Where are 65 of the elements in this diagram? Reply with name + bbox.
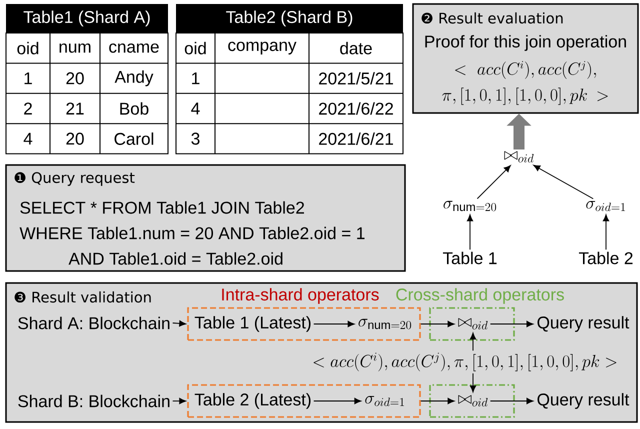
- table-cell: 4: [191, 102, 200, 114]
- selection-symbol: $\sigma_{oid=1}$: [365, 396, 404, 406]
- result-text: Query result: [538, 393, 630, 409]
- table-cell: 2: [24, 102, 32, 114]
- table-cell: 3: [191, 132, 200, 145]
- table-header: Table2 (Shard B): [176, 4, 403, 33]
- result-text: Query result: [538, 316, 630, 332]
- table-cell: cname: [109, 43, 159, 53]
- arrow: [313, 398, 362, 404]
- join-symbol: $\bowtie_{oid}$: [458, 318, 488, 330]
- arrow: [313, 320, 355, 328]
- join-symbol: $\bowtie_{oid}$: [458, 395, 488, 406]
- arrow: [470, 372, 476, 392]
- table-cell: Bob: [120, 102, 148, 115]
- table-cell: 4: [24, 132, 32, 145]
- table-cell: 20: [66, 132, 84, 145]
- table-cell: 1: [192, 72, 200, 84]
- table-cell: oid: [17, 42, 38, 54]
- panel-heading: ❶ Query request: [14, 172, 135, 186]
- table-cell: Carol: [114, 132, 154, 145]
- arrow: [490, 398, 534, 404]
- table-cell: date: [340, 42, 372, 54]
- table-cell: oid: [184, 42, 206, 54]
- shard-label: Shard A: Blockchain: [18, 316, 170, 330]
- operator-group-box: [187, 384, 421, 418]
- table-name: Table 1: [442, 252, 497, 264]
- table-cell: 2021/6/22: [319, 102, 393, 115]
- arrow: [466, 214, 474, 250]
- arrow: [172, 320, 186, 327]
- arrow: [172, 398, 186, 404]
- query-line: AND Table1.oid = Table2.oid: [68, 252, 282, 265]
- arrow: [420, 398, 454, 404]
- query-line: SELECT * FROM Table1 JOIN Table2: [20, 201, 304, 214]
- arrow: [476, 165, 511, 200]
- body-text: Proof for this join operation: [425, 35, 626, 51]
- proof-formula: $<acc(C^{i}),acc(C^{j}),\allowbreak\pi,[1,0,1],[1,0,0],pk>$: [442, 61, 608, 105]
- group-caption: Cross-shard operators: [396, 288, 564, 304]
- table-cell: 20: [66, 72, 84, 84]
- table-cell: Andy: [114, 70, 154, 86]
- arrow: [420, 320, 454, 328]
- arrow: [533, 164, 594, 200]
- table-name: Table 2: [578, 252, 633, 264]
- table-cell: 1: [24, 72, 32, 84]
- table-cell: 2021/5/21: [319, 72, 393, 85]
- query-line: WHERE Table1.num = 20 AND Table2.oid = 1: [20, 226, 364, 240]
- arrow: [470, 332, 476, 352]
- table-cell: 21: [66, 102, 84, 114]
- table-cell: 2021/6/21: [319, 132, 393, 145]
- proof-formula: $<acc(C^{i}),acc(C^{j}),\pi,[1,0,1],[1,0,0],pk>$: [314, 352, 616, 372]
- table-name: Table 2 (Latest): [194, 393, 310, 409]
- selection-symbol: $\sigma_{\mathrm{num}=20}$: [444, 200, 496, 212]
- group-caption: Intra-shard operators: [222, 288, 379, 304]
- table-header: Table1 (Shard A): [6, 4, 168, 33]
- panel-heading: ❸ Result validation: [14, 291, 151, 303]
- shard-label: Shard B: Blockchain: [18, 394, 170, 408]
- join-symbol: $\bowtie_{oid}$: [504, 151, 534, 162]
- selection-symbol: $\sigma_{oid=1}$: [586, 200, 625, 212]
- selection-symbol: $\sigma_{\mathrm{num}=20}$: [358, 318, 412, 330]
- operator-group-box: [429, 384, 515, 418]
- arrow: [490, 320, 534, 328]
- table-cell: num: [60, 43, 90, 53]
- arrow: [602, 214, 610, 250]
- panel-heading: ❷ Result evaluation: [422, 12, 563, 24]
- table-name: Table 1 (Latest): [194, 316, 310, 332]
- table-cell: company: [228, 42, 296, 54]
